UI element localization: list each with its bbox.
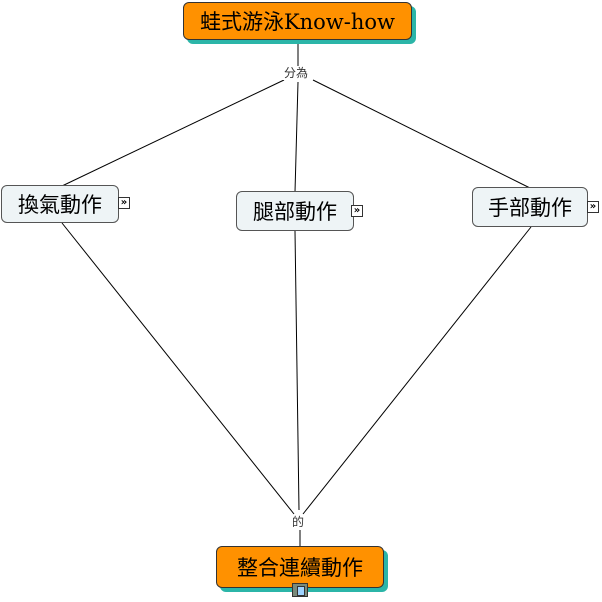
line-label-to-legs [294, 81, 299, 193]
line-label-to-breathing [61, 79, 285, 187]
node-integrated-continuous-action[interactable]: 整合連續動作 [216, 546, 384, 588]
node-label: 蛙式游泳Know-how [199, 10, 396, 34]
line-label-to-arms [312, 79, 531, 189]
link-label-of: 的 [290, 515, 307, 529]
line-arms-to-label [302, 226, 532, 515]
node-label: 換氣動作 [18, 193, 102, 217]
node-breaststroke-know-how[interactable]: 蛙式游泳Know-how [183, 2, 412, 40]
line-breathing-to-label [61, 222, 295, 515]
expand-arrows-icon[interactable]: » [118, 197, 130, 209]
node-label: 手部動作 [488, 196, 572, 220]
node-label: 整合連續動作 [237, 556, 363, 580]
node-breathing-action[interactable]: 換氣動作 [1, 185, 119, 223]
node-leg-action[interactable]: 腿部動作 [236, 191, 354, 231]
film-icon[interactable] [292, 583, 308, 597]
node-label: 腿部動作 [253, 200, 337, 224]
line-legs-to-label [294, 230, 300, 511]
expand-arrows-icon[interactable]: » [587, 201, 599, 213]
link-label-divides-into: 分為 [282, 66, 311, 80]
expand-arrows-icon[interactable]: » [351, 205, 363, 217]
node-arm-action[interactable]: 手部動作 [472, 187, 588, 227]
